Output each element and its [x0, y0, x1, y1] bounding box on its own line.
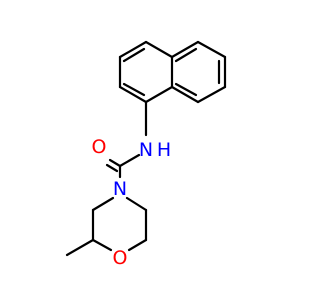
bond-ring-right-4-inner	[174, 82, 198, 97]
bonds	[65, 40, 227, 257]
bond-carbonyl-double-1	[108, 158, 122, 168]
bond-ring-left-5	[144, 85, 174, 104]
bond-carbonyl-double-2	[105, 163, 119, 173]
bond-ch2-left-to-n	[91, 196, 115, 212]
bond-ring-right-1	[196, 40, 227, 59]
bond-ring-left-2-inner	[122, 47, 146, 63]
atom-labels: O N H N O	[92, 136, 172, 269]
carbonyl-oxygen-label: O	[92, 136, 107, 158]
bond-n-to-ch2-right	[125, 196, 148, 212]
bond-ring-right-5	[170, 40, 200, 59]
bond-ring-left-1	[144, 40, 174, 59]
morpholine-nitrogen-label: N	[113, 178, 127, 200]
amide-nitrogen-label: N	[139, 139, 153, 161]
morpholine-oxygen-label: O	[113, 247, 128, 269]
bond-ring-right-4	[170, 85, 200, 104]
bond-o-to-ch	[91, 238, 113, 252]
amide-hydrogen-label: H	[157, 139, 171, 161]
bond-nh-to-carbonyl	[118, 153, 141, 168]
bond-methyl	[65, 238, 95, 257]
molecule-diagram: O N H N O	[65, 40, 227, 269]
bond-ring-left-4	[118, 85, 148, 104]
bond-ch2-to-o	[127, 238, 148, 252]
bond-ring-left-2	[118, 40, 148, 59]
bond-ring-right-3	[196, 85, 227, 104]
bond-ring-left-4-inner	[122, 82, 146, 97]
bond-ring-right-5-inner	[174, 47, 198, 63]
